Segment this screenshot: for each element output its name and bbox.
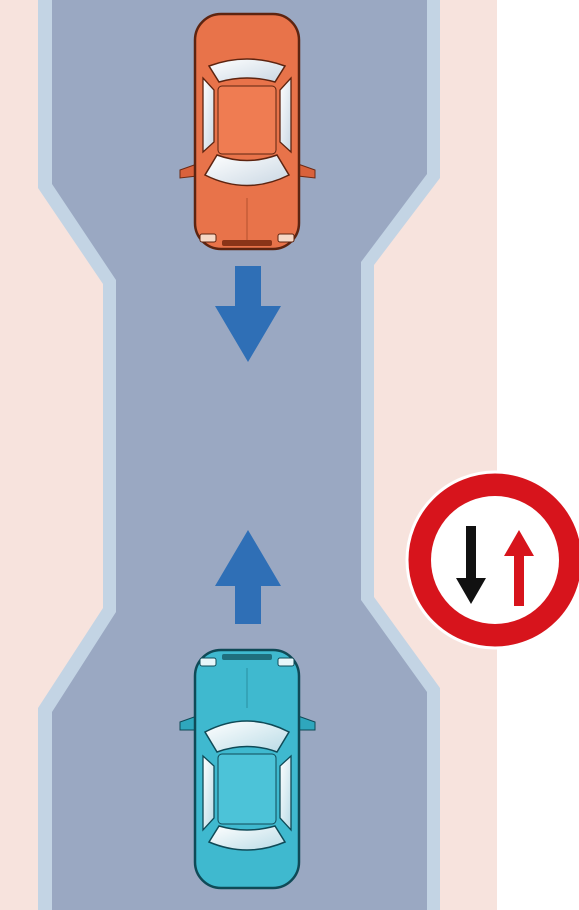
road-surface xyxy=(52,0,427,910)
sign-black-down-arrow xyxy=(456,526,486,604)
rear-window xyxy=(207,58,287,83)
own-car xyxy=(179,648,316,890)
left-headlight xyxy=(199,657,217,667)
front-grille xyxy=(222,654,272,660)
sign-red-up-arrow xyxy=(504,530,534,606)
front-grille xyxy=(222,240,272,246)
windshield xyxy=(203,154,291,187)
left-headlight xyxy=(199,233,217,243)
right-headlight xyxy=(277,657,295,667)
windshield xyxy=(203,720,291,753)
arrow-up-icon xyxy=(215,530,281,624)
car-roof xyxy=(217,85,277,155)
right-headlight xyxy=(277,233,295,243)
right-side-window xyxy=(279,754,292,832)
sign-face xyxy=(431,496,559,624)
give-way-to-oncoming-traffic-sign-icon xyxy=(405,470,579,650)
car-roof xyxy=(217,753,277,825)
oncoming-car xyxy=(179,12,316,251)
arrow-down-icon xyxy=(215,266,281,362)
left-side-window xyxy=(202,754,215,832)
rear-window xyxy=(207,825,287,851)
left-side-window xyxy=(202,76,215,154)
right-side-window xyxy=(279,76,292,154)
